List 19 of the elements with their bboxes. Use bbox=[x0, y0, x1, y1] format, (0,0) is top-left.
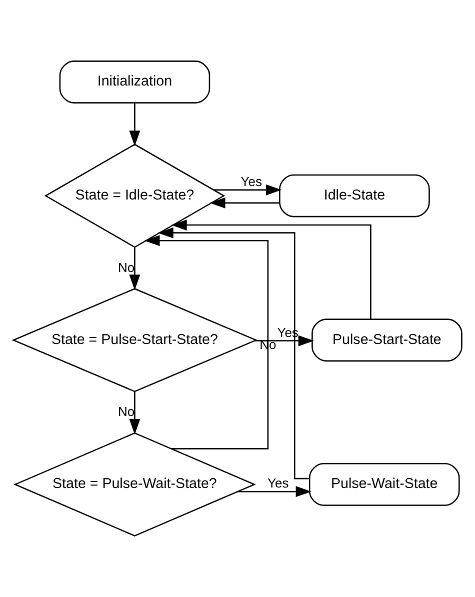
edge-label: No bbox=[118, 404, 135, 420]
arrow bbox=[214, 184, 282, 196]
node-diamond: State = Pulse-Start-State? bbox=[12, 288, 258, 392]
node-diamond: State = Pulse-Wait-State? bbox=[14, 432, 256, 536]
arrow bbox=[129, 392, 140, 435]
arrow bbox=[144, 235, 269, 450]
arrow bbox=[238, 486, 312, 498]
node-box: Pulse-Wait-State bbox=[308, 462, 460, 506]
node-box: Initialization bbox=[59, 60, 210, 104]
node-box: Pulse-Start-State bbox=[312, 318, 462, 362]
arrow bbox=[129, 102, 140, 146]
arrow bbox=[210, 197, 280, 208]
node-box: Idle-State bbox=[279, 174, 430, 218]
edge-label: Yes bbox=[268, 476, 289, 491]
edge-label: Yes bbox=[240, 174, 262, 190]
arrow bbox=[129, 247, 140, 290]
arrow bbox=[171, 220, 372, 319]
edge-label: No bbox=[118, 260, 135, 275]
arrow bbox=[158, 227, 310, 480]
